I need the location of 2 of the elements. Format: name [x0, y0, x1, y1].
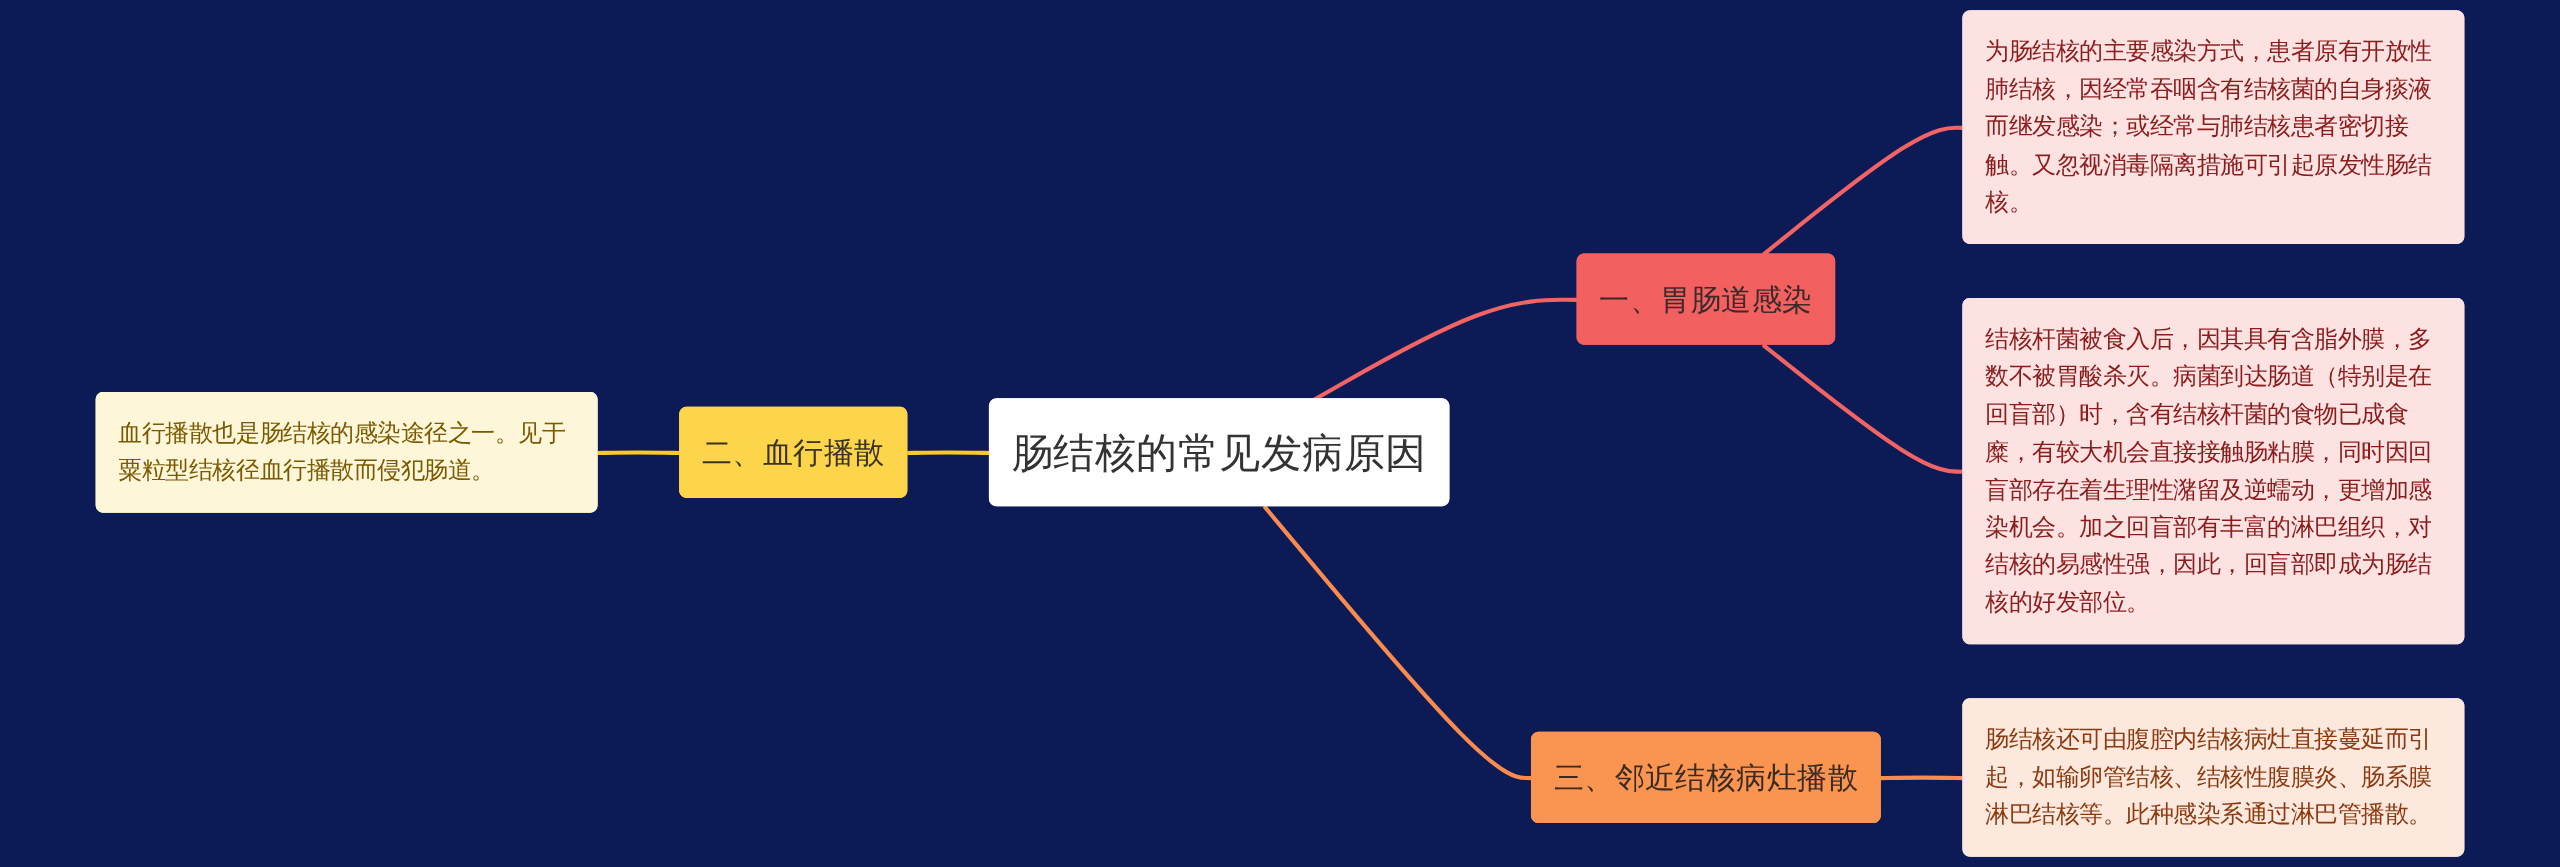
connector [1880, 775, 1964, 781]
connector [1761, 343, 1964, 474]
